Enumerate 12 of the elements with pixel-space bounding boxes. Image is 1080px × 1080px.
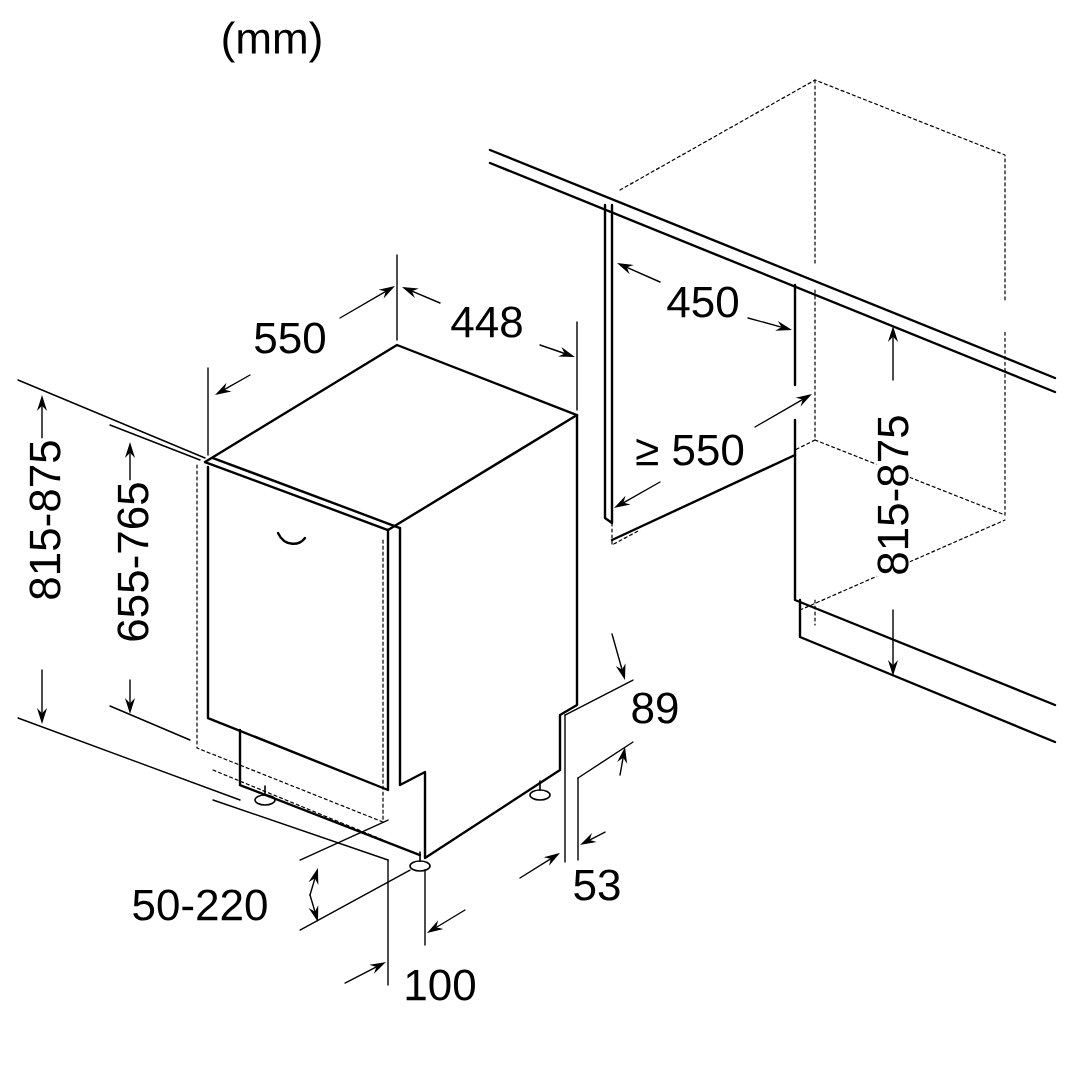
dimension-label: 815-875	[28, 438, 62, 602]
dimension-label: 100	[402, 968, 478, 1002]
dimension-label: 815-875	[876, 413, 910, 577]
dimension-label: 89	[629, 691, 681, 725]
dimension-label: ≥ 550	[634, 433, 746, 467]
dimension-label: 550	[252, 321, 328, 355]
dimension-label: 448	[449, 305, 525, 339]
dimension-label: 53	[571, 868, 623, 902]
dimension-label: 50-220	[130, 888, 270, 922]
dimension-label: 450	[665, 285, 741, 319]
unit-label: (mm)	[219, 20, 325, 64]
dimension-label: 655-765	[116, 480, 150, 644]
